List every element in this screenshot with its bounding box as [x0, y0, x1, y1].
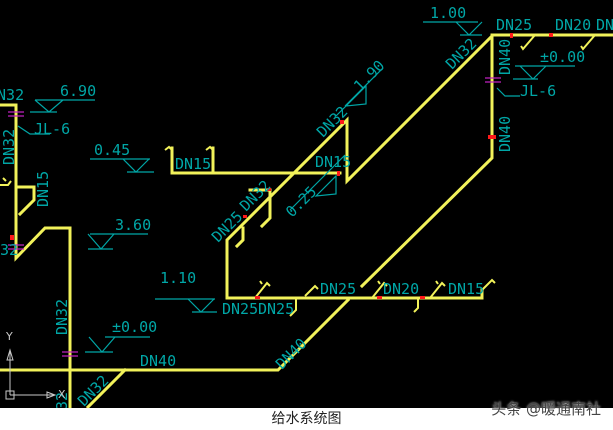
elevation-label: 3.60: [115, 216, 151, 234]
marker: [377, 296, 382, 299]
elevation-symbol: [90, 158, 154, 173]
pipe-size-label: DN20: [383, 280, 419, 298]
pipe-size-label: 32: [0, 241, 18, 259]
faucet-icon: [289, 284, 319, 317]
marker: [243, 215, 247, 218]
pipe-size-label: DN25: [320, 280, 356, 298]
pipe-size-label: DN40: [496, 39, 514, 75]
marker: [420, 296, 425, 299]
elevation-label: 0.25: [282, 183, 320, 221]
elevation-symbol: [289, 154, 346, 211]
pipe-size-label: DN25: [222, 300, 258, 318]
marker: [10, 235, 14, 240]
elevation-symbol: [423, 21, 483, 36]
pipe-size-label: DN32: [0, 86, 24, 104]
pipe-size-label: DN25: [496, 16, 532, 34]
marker: [337, 171, 340, 176]
ucs-origin-box: [5, 390, 15, 400]
pipe-dn25-offset: [234, 226, 245, 249]
elevation-symbol: [513, 65, 575, 80]
pipe-dn32-offset: [248, 188, 272, 229]
ucs-y-label: Y: [5, 330, 13, 343]
elevation-marks: [17, 21, 575, 353]
valve-icon: [488, 135, 496, 139]
pipe-main-dn40: [0, 297, 351, 372]
ucs-axes: [6, 348, 57, 399]
riser-label: JL-6: [34, 120, 70, 138]
pipe-size-label: DN32: [74, 372, 112, 408]
break-icon: [62, 351, 78, 357]
elevation-label: 6.90: [60, 82, 96, 100]
faucet-icon: [520, 34, 596, 51]
pipe-diag-dn32-top: [225, 33, 495, 300]
marker: [510, 33, 513, 38]
elevation-label: 1.10: [160, 269, 196, 287]
marker: [255, 296, 260, 299]
pipe-size-label: DN25: [258, 300, 294, 318]
pipe-diag-dn32-bottom: [85, 367, 128, 408]
elevation-label: ±0.00: [112, 318, 157, 336]
cad-drawing-canvas[interactable]: 6.90 JL-6 0.45 3.60 1.10 ±0.00 1.00 ±0.0…: [0, 0, 613, 408]
fixtures: [0, 34, 596, 317]
pipe-size-label: 32: [53, 392, 71, 408]
faucet-icon: [164, 145, 214, 151]
faucet-icon: [481, 278, 496, 291]
elevation-label: ±0.00: [540, 48, 585, 66]
faucet-icon: [0, 177, 12, 186]
pipe-size-label: DN15: [448, 280, 484, 298]
pipe-size-label: DN15: [175, 155, 211, 173]
faucet-icon: [413, 280, 446, 313]
valve-markers: [10, 33, 553, 299]
annotations: 6.90 JL-6 0.45 3.60 1.10 ±0.00 1.00 ±0.0…: [0, 4, 613, 408]
elevation-symbol: [155, 298, 217, 313]
marker: [340, 120, 344, 124]
break-icon: [485, 77, 501, 83]
faucet-icon: [254, 280, 271, 299]
pipe-size-label: DN40: [140, 352, 176, 370]
break-icon: [8, 111, 24, 117]
pipe-size-label: DN: [596, 16, 613, 34]
ucs-axis-icon: Y X: [5, 330, 66, 401]
pipe-network: [0, 33, 613, 408]
elevation-symbol: [85, 336, 150, 353]
riser-label: JL-6: [520, 82, 556, 100]
pipe-size-label: DN32: [53, 299, 71, 335]
ucs-x-label: X: [58, 388, 66, 401]
elevation-symbol: [335, 67, 384, 117]
elevation-label: 0.45: [94, 141, 130, 159]
pipe-size-label: DN40: [272, 335, 310, 373]
pipe-left-riser: [0, 103, 72, 408]
elevation-symbol: [87, 233, 148, 250]
break-icon: [8, 244, 24, 250]
elevation-label: 1.00: [430, 4, 466, 22]
pipe-size-label: DN40: [496, 116, 514, 152]
pipe-size-label: DN20: [555, 16, 591, 34]
watermark: 头条 @暖通南社: [491, 400, 601, 418]
pipe-size-label: DN15: [315, 153, 351, 171]
pipe-size-label: DN32: [0, 129, 18, 165]
elevation-symbol: [30, 99, 95, 113]
pipe-branch-dn15: [170, 146, 342, 175]
pipe-size-label: DN15: [34, 171, 52, 207]
marker: [549, 33, 553, 37]
elevation-label: 1.90: [350, 57, 388, 95]
figure-caption: 给水系统图: [271, 411, 342, 427]
pipe-left-branch: [14, 185, 36, 217]
leader-line: [17, 87, 520, 135]
pipe-diag-dn40-upper: [359, 33, 613, 289]
break-symbols: [8, 77, 501, 357]
faucet-icon: [371, 280, 388, 299]
marker: [267, 188, 271, 191]
